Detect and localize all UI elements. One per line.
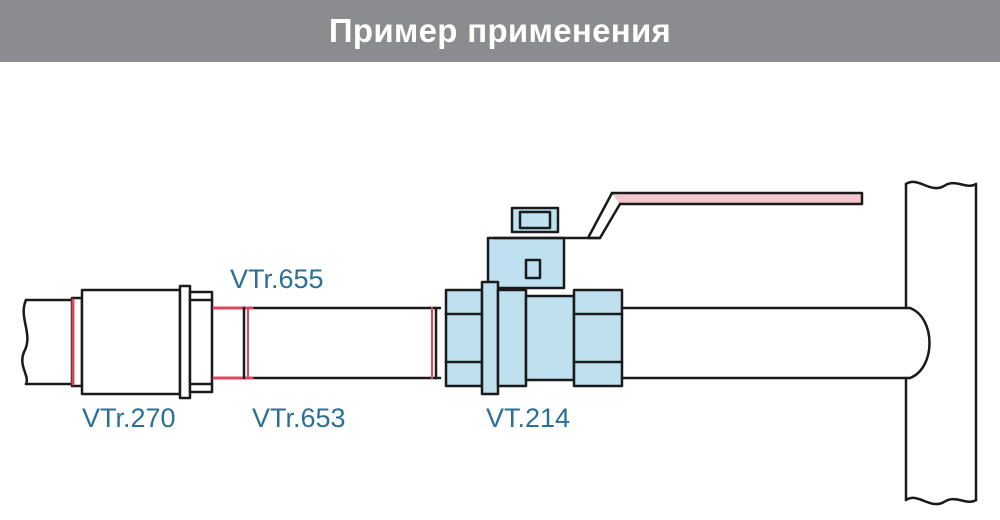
ball-valve-vt214 bbox=[444, 191, 864, 396]
label-vt214: VT.214 bbox=[486, 403, 570, 433]
left-pipe bbox=[21, 298, 74, 386]
riser-pipe bbox=[904, 180, 978, 506]
label-vtr655: VTr.655 bbox=[230, 264, 324, 294]
coupling-vtr270 bbox=[70, 284, 214, 400]
header-bar: Пример применения bbox=[0, 0, 1000, 62]
label-vtr653: VTr.653 bbox=[252, 403, 346, 433]
label-vtr270: VTr.270 bbox=[82, 403, 176, 433]
pipe-to-riser bbox=[620, 306, 931, 380]
pipe-vtr653 bbox=[210, 306, 442, 380]
header-title: Пример применения bbox=[328, 12, 672, 49]
